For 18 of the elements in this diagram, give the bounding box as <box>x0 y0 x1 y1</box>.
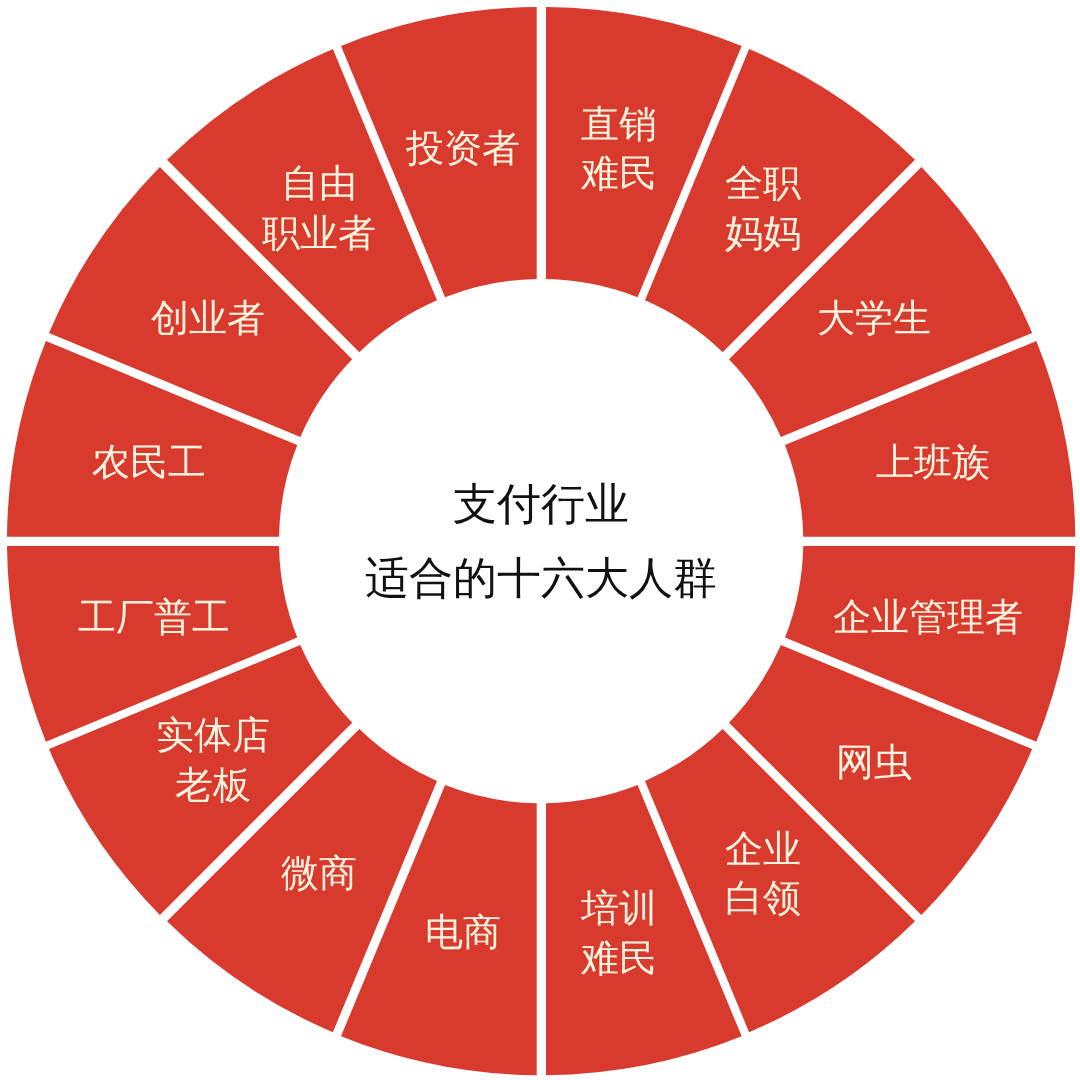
segment-label: 上班族 <box>876 439 991 487</box>
segment-label: 工厂普工 <box>77 594 230 642</box>
segment-label: 大学生 <box>816 295 931 343</box>
segment-label: 创业者 <box>151 295 266 343</box>
segment-label: 投资者 <box>405 125 520 172</box>
segment-label: 电商 <box>424 909 501 957</box>
title-text: 支付行业 <box>453 479 629 528</box>
segment-label: 微商 <box>280 849 357 897</box>
segment-label: 全职妈妈 <box>725 160 802 257</box>
title-text: 适合的十六大人群 <box>365 554 717 603</box>
segment-label: 培训难民 <box>581 884 658 982</box>
segment-label: 网虫 <box>835 739 912 787</box>
segment-label: 自由职业者 <box>261 160 376 257</box>
segment-label: 农民工 <box>91 439 206 487</box>
segment-label: 企业管理者 <box>833 594 1024 642</box>
segment-label: 企业白领 <box>725 825 802 922</box>
segment-label: 直销难民 <box>581 100 658 197</box>
segment-label: 实体店老板 <box>155 712 270 809</box>
